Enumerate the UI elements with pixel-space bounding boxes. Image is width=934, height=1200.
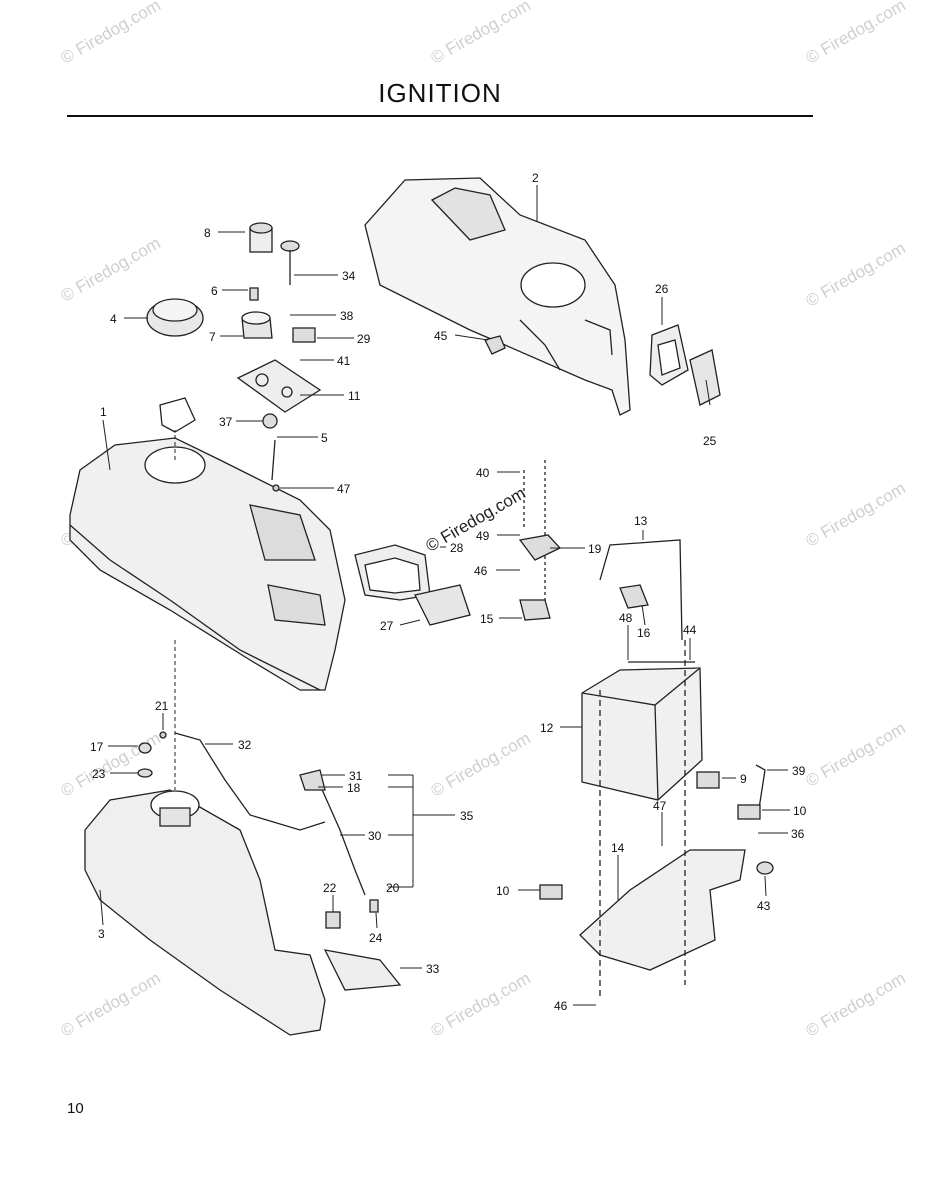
part-29-switch [292,327,316,343]
part-10-fuse [737,804,761,820]
callout-20: 20 [386,881,400,895]
part-10-fuse-b [539,884,563,900]
callout-36: 36 [791,827,805,841]
part-37-knob [262,413,278,429]
part-6-key [249,287,259,301]
callout-16: 16 [637,626,651,640]
callout-6: 6 [211,284,218,298]
callout-26: 26 [655,282,669,296]
callout-18: 18 [347,781,361,795]
callout-46: 46 [474,564,488,578]
callout-21: 21 [155,699,169,713]
callout-39: 39 [792,764,806,778]
gasket [159,397,196,433]
callout-10: 10 [496,884,510,898]
callout-32: 32 [238,738,252,752]
callout-25: 25 [703,434,717,448]
callout-17: 17 [90,740,104,754]
callout-15: 15 [480,612,494,626]
callout-40: 40 [476,466,490,480]
callout-23: 23 [92,767,106,781]
part-23-grommet [137,768,153,778]
part-17-valve [138,742,152,754]
part-14-battery-tray [579,849,746,971]
callout-35: 35 [460,809,474,823]
callout-37: 37 [219,415,233,429]
callout-44: 44 [683,623,697,637]
part-9-relay [696,771,720,789]
callout-48: 48 [619,611,633,625]
callout-7: 7 [209,330,216,344]
callout-5: 5 [321,431,328,445]
page-number: 10 [67,1100,84,1117]
callout-4: 4 [110,312,117,326]
callout-24: 24 [369,931,383,945]
leader-lines [99,185,790,1006]
part-1-fender [69,437,346,691]
callout-34: 34 [342,269,356,283]
part-30-fuel-line [319,784,366,896]
part-27-lens-cover [414,584,471,626]
callout-14: 14 [611,841,625,855]
part-5-lever [271,439,276,481]
callout-47: 47 [337,482,351,496]
callout-3: 3 [98,927,105,941]
callout-27: 27 [380,619,394,633]
part-25-lens-cover [689,349,721,406]
callout-41: 41 [337,354,351,368]
callout-1: 1 [100,405,107,419]
part-12-battery [581,667,703,801]
part-33-heat-shield [323,949,402,991]
part-2-rear-cover [364,177,631,416]
part-32-fuel-line [174,732,326,831]
part-13-battery-cable [599,539,683,641]
part-45-bracket [484,335,506,355]
part-24-clip [369,899,379,913]
part-34-knob [280,240,300,252]
callout-46: 46 [554,999,568,1013]
callout-31: 31 [349,769,363,783]
part-39-strap [755,764,766,816]
callout-10: 10 [793,804,807,818]
callout-8: 8 [204,226,211,240]
callout-12: 12 [540,721,554,735]
title-rule [67,115,813,117]
callout-11: 11 [348,389,361,403]
callout-19: 19 [588,542,602,556]
callout-30: 30 [368,829,382,843]
part-43-knob [756,861,774,875]
part-4-fuel-cap [146,298,204,337]
callout-2: 2 [532,171,539,185]
callout-29: 29 [357,332,371,346]
part-11-panel [236,359,322,413]
callout-49: 49 [476,529,490,543]
callout-38: 38 [340,309,354,323]
part-16-boot [619,584,649,609]
part-22-grommet [325,911,341,929]
page-title: IGNITION [378,78,502,108]
callout-28: 28 [450,541,464,555]
callout-labels: 8 6 4 7 34 38 29 41 11 37 5 47 1 2 45 26… [90,171,807,1013]
callout-45: 45 [434,329,448,343]
callout-22: 22 [323,881,337,895]
callout-13: 13 [634,514,648,528]
callout-43: 43 [757,899,771,913]
callout-47: 47 [653,799,667,813]
callout-9: 9 [740,772,747,786]
part-15-bracket [519,599,551,621]
callout-33: 33 [426,962,440,976]
part-3-fuel-tank [84,789,326,1036]
part-21-fitting [159,731,167,739]
part-31-filter [299,769,326,791]
